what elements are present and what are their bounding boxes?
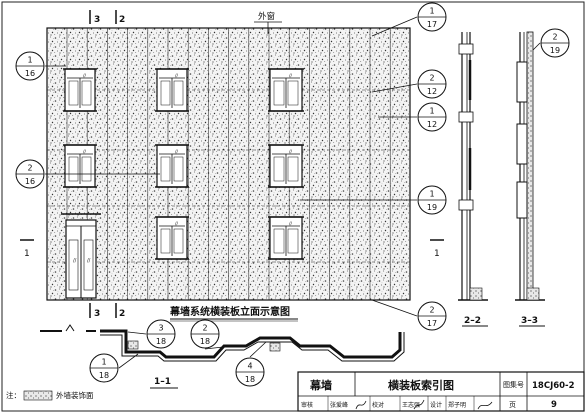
svg-text://: // [175, 221, 179, 227]
section-3-3-label: 3–3 [521, 316, 538, 326]
callout-number: 4 [247, 362, 252, 371]
callout-2-18: 218 [190, 319, 233, 350]
callout-number: 1 [429, 190, 434, 199]
cut-label-2-bottom: 2 [119, 309, 125, 319]
window: // [268, 68, 304, 112]
callout-number: 2 [552, 33, 557, 42]
elevation-title: 幕墙系统横装板立面示意图 [169, 305, 290, 318]
callout-sheet: 12 [427, 120, 437, 129]
cut-label-2-top: 2 [119, 15, 125, 25]
title-block-check-label: 校对 [372, 401, 384, 409]
callout-number: 2 [429, 306, 434, 315]
callout-number: 2 [202, 324, 207, 333]
window-label: 外窗 [258, 11, 275, 22]
section-3-3-drawing [515, 31, 545, 301]
callout-sheet: 17 [427, 20, 437, 29]
callout-sheet: 19 [427, 203, 437, 212]
section-1-1-drawing [40, 324, 405, 362]
window-group: // // // // // // // // [63, 68, 304, 260]
section-2-2-drawing [458, 32, 488, 301]
svg-text://: // [175, 149, 179, 155]
window: // [155, 216, 189, 260]
cut-label-3-top: 3 [94, 15, 100, 25]
callout-number: 2 [429, 74, 434, 83]
section-1-1-label: 1–1 [154, 377, 171, 387]
window: // [63, 68, 97, 112]
section-cut-markers [20, 10, 444, 318]
callout-sheet: 18 [156, 337, 166, 346]
callout-1-16: 116 [15, 51, 66, 81]
svg-text://: // [289, 149, 293, 155]
title-block [297, 371, 585, 412]
callout-number: 1 [27, 56, 32, 65]
title-block-reviewer: 张爱峰 [330, 401, 348, 409]
cut-label-1-right: 1 [434, 249, 440, 259]
title-block-atlas-no: 18CJ60-2 [532, 381, 575, 391]
entrance-door: // // [61, 213, 101, 299]
callout-2-12: 212 [371, 69, 447, 99]
window: // [155, 68, 189, 112]
svg-text://: // [83, 73, 87, 79]
callout-sheet: 16 [25, 69, 35, 78]
svg-text://: // [289, 221, 293, 227]
section-2-2-label: 2–2 [464, 316, 481, 326]
callout-sheet: 18 [200, 337, 210, 346]
title-block-category: 幕墙 [309, 378, 332, 392]
svg-text://: // [175, 73, 179, 79]
title-block-designer: 郑子明 [448, 401, 466, 409]
title-block-review-label: 审核 [301, 401, 313, 409]
note-text: 外墙装饰面 [56, 390, 94, 400]
callout-2-17: 217 [371, 299, 447, 331]
signature-checker [413, 399, 425, 410]
svg-text://: // [73, 258, 77, 264]
callout-number: 1 [101, 358, 106, 367]
title-block-page-label: 页 [509, 401, 516, 409]
callout-1-19: 119 [300, 185, 447, 215]
svg-text://: // [87, 258, 91, 264]
callout-3-18: 318 [127, 319, 176, 349]
callout-sheet: 16 [25, 177, 35, 186]
callout-sheet: 12 [427, 87, 437, 96]
svg-text://: // [289, 73, 293, 79]
callout-1-12: 112 [378, 102, 447, 132]
note-prefix: 注： [6, 390, 21, 400]
signature-reviewer [355, 400, 367, 410]
facade-elevation: //////////////// // // 3 2 3 2 1 1 外窗 [20, 10, 444, 319]
window: // [268, 216, 304, 260]
title-block-page-no: 9 [551, 400, 557, 410]
callout-number: 3 [158, 324, 163, 333]
title-block-drawing-title: 横装板索引图 [388, 378, 454, 392]
callout-4-18: 418 [235, 341, 267, 387]
title-block-atlas-label: 图集号 [503, 380, 524, 389]
cut-label-1-left: 1 [24, 249, 30, 259]
callout-1-18: 118 [89, 353, 139, 383]
callout-2-16: 216 [15, 159, 160, 189]
callout-2-19: 219 [532, 28, 570, 58]
callout-number: 2 [27, 164, 32, 173]
callout-number: 1 [429, 107, 434, 116]
svg-text://: // [83, 149, 87, 155]
note-hatch-swatch [23, 390, 53, 401]
callout-sheet: 18 [245, 375, 255, 384]
callout-number: 1 [429, 7, 434, 16]
title-block-design-label: 设计 [430, 401, 442, 409]
window: // [155, 144, 189, 188]
callout-sheet: 17 [427, 319, 437, 328]
cut-label-3-bottom: 3 [94, 309, 100, 319]
title-block-checker: 王志强 [402, 401, 420, 409]
window: // [268, 144, 304, 188]
signature-designer [477, 401, 493, 410]
window: // [63, 144, 97, 188]
callout-sheet: 18 [99, 371, 109, 380]
callout-sheet: 19 [550, 46, 560, 55]
callout-1-17: 117 [371, 2, 447, 37]
